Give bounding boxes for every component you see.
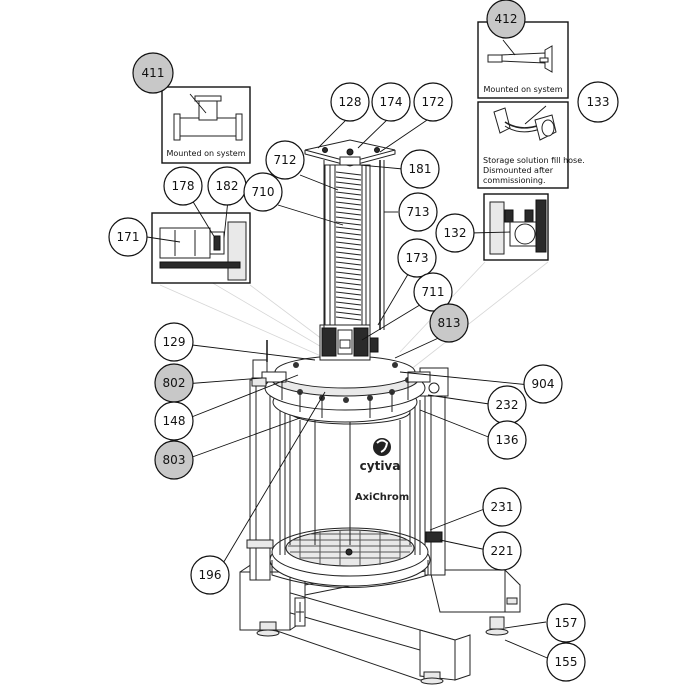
callout-231: 231	[482, 487, 522, 527]
callout-174-label: 174	[380, 95, 403, 109]
product-name: AxiChrom	[355, 492, 409, 503]
callout-713-label: 713	[407, 205, 430, 219]
callout-221: 221	[482, 531, 522, 571]
callouts: 411 412 133 128 174 172 712 181 178 182 …	[108, 0, 619, 682]
callout-712: 712	[265, 140, 305, 180]
callout-713: 713	[398, 192, 438, 232]
callout-157-label: 157	[555, 616, 578, 630]
callout-172: 172	[413, 82, 453, 122]
callout-181-label: 181	[409, 162, 432, 176]
base-frame	[239, 559, 521, 681]
callout-129-label: 129	[163, 335, 186, 349]
callout-412: 412	[486, 0, 526, 39]
callout-173: 173	[397, 238, 437, 278]
callout-129: 129	[154, 322, 194, 362]
callout-172-label: 172	[422, 95, 445, 109]
top-flange	[251, 353, 431, 423]
inset-syringe-caption: Mounted on system	[483, 85, 562, 94]
callout-132: 132	[435, 213, 475, 253]
callout-232: 232	[487, 385, 527, 425]
callout-182: 182	[207, 166, 247, 206]
callout-155-label: 155	[555, 655, 578, 669]
callout-178: 178	[163, 166, 203, 206]
callout-178-label: 178	[172, 179, 195, 193]
callout-813: 813	[429, 303, 469, 343]
callout-136: 136	[487, 420, 527, 460]
callout-174: 174	[371, 82, 411, 122]
callout-148: 148	[154, 401, 194, 441]
callout-196-label: 196	[199, 568, 222, 582]
callout-171: 171	[108, 217, 148, 257]
callout-132-label: 132	[444, 226, 467, 240]
inset-tee: Mounted on system	[161, 86, 251, 164]
callout-813-label: 813	[438, 316, 461, 330]
callout-412-label: 412	[495, 12, 518, 26]
callout-148-label: 148	[163, 414, 186, 428]
callout-171-label: 171	[117, 230, 140, 244]
spring-cylinder	[304, 139, 396, 330]
callout-133: 133	[577, 81, 619, 123]
inset-valve	[483, 193, 549, 261]
callout-128: 128	[330, 82, 370, 122]
callout-133-label: 133	[587, 95, 610, 109]
callout-803-label: 803	[163, 453, 186, 467]
callout-411: 411	[132, 52, 174, 94]
inset-syringe: Mounted on system	[477, 21, 569, 99]
callout-173-label: 173	[406, 251, 429, 265]
bottom-plate	[269, 527, 431, 588]
callout-155: 155	[546, 642, 586, 682]
callout-802-label: 802	[163, 376, 186, 390]
callout-128-label: 128	[339, 95, 362, 109]
inset-hose-caption-3: commissioning.	[483, 176, 546, 185]
callout-712-label: 712	[274, 153, 297, 167]
callout-196: 196	[190, 555, 230, 595]
brand-name: cytiva	[360, 459, 401, 473]
callout-182-label: 182	[216, 179, 239, 193]
inset-hose: Storage solution fill hose. Dismounted a…	[477, 101, 585, 189]
callout-411-label: 411	[142, 66, 165, 80]
callout-136-label: 136	[496, 433, 519, 447]
callout-711-label: 711	[422, 285, 445, 299]
callout-904-label: 904	[532, 377, 555, 391]
callout-803: 803	[154, 440, 194, 480]
callout-802: 802	[154, 363, 194, 403]
inset-actuator	[151, 212, 251, 284]
right-column	[419, 367, 449, 576]
callout-221-label: 221	[491, 544, 514, 558]
inset-tee-caption: Mounted on system	[166, 149, 245, 158]
callout-904: 904	[523, 364, 563, 404]
brand-mark: cytiva AxiChrom	[355, 438, 409, 503]
callout-232-label: 232	[496, 398, 519, 412]
callout-710: 710	[243, 172, 283, 212]
inset-hose-caption-2: Dismounted after	[483, 166, 554, 175]
callout-231-label: 231	[491, 500, 514, 514]
callout-710-label: 710	[252, 185, 275, 199]
column-tube	[279, 395, 421, 555]
spring-coils	[335, 171, 362, 321]
inset-hose-caption-1: Storage solution fill hose.	[483, 156, 585, 165]
feet	[256, 597, 518, 685]
callout-711: 711	[413, 272, 453, 312]
leader-lines	[146, 39, 553, 661]
callout-157: 157	[546, 603, 586, 643]
callout-181: 181	[400, 149, 440, 189]
hydraulic-unit	[319, 324, 379, 361]
